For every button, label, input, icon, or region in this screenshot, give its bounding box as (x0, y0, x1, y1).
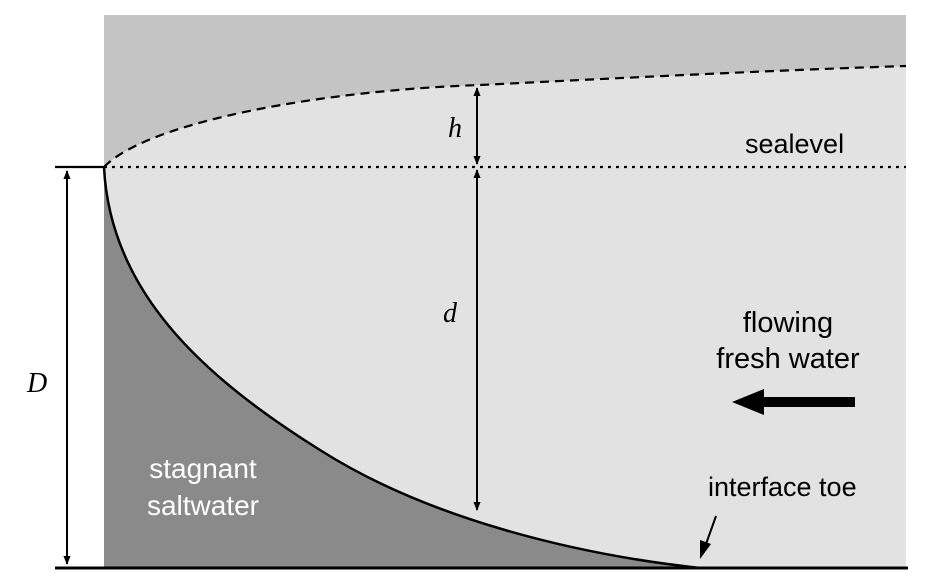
fresh-water-region (104, 66, 906, 568)
label-big-D: D (26, 368, 47, 399)
label-h: h (448, 113, 462, 144)
toe-pointer-line (705, 515, 717, 545)
label-flowing: flowing (743, 307, 833, 339)
label-small-d: d (443, 298, 458, 329)
interface-curve (102, 166, 701, 570)
label-fresh-water: fresh water (716, 343, 860, 375)
saltwater-region (104, 167, 700, 568)
label-interface-toe: interface toe (708, 472, 857, 502)
label-stagnant: stagnant (149, 453, 257, 484)
label-sealevel: sealevel (745, 129, 844, 159)
label-saltwater: saltwater (147, 490, 259, 521)
toe-pointer-head (700, 540, 711, 559)
water-table-line (103, 64, 907, 168)
flow-arrow-head (732, 389, 764, 415)
